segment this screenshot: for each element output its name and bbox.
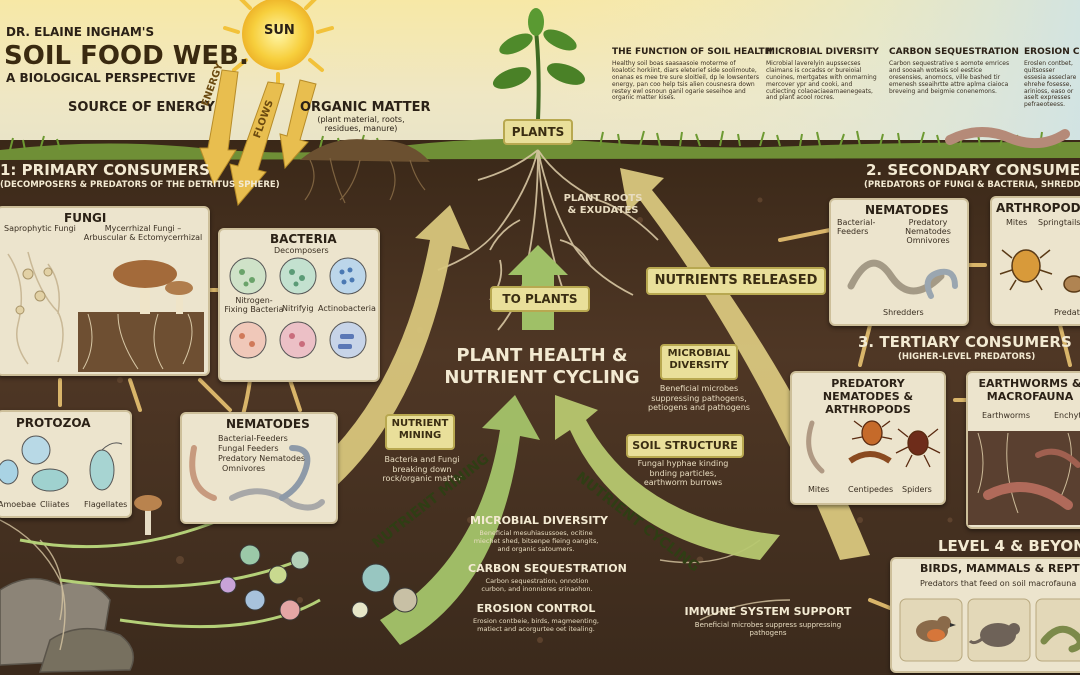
sun-label: SUN [264,23,295,38]
level4-text: Predators that feed on soil macrofauna [920,579,1077,588]
sun-icon [223,0,334,88]
secondary-nematodes-panel: NEMATODES Bacterial-Feeders Predatory Ne… [829,198,969,326]
secondary-nematodes-title: NEMATODES [865,203,949,217]
secondary-nematodes-illustration [847,259,958,299]
amoebae-label: Amoebae [0,500,36,509]
organic-matter-label: ORGANIC MATTER [300,100,431,115]
info-col1-title: THE FUNCTION OF SOIL HEALTH [612,47,773,57]
saprophytic-label: Saprophytic Fungi [4,224,76,233]
decomposers-label: Decomposers [274,246,329,255]
bacteria-illustration [229,257,367,359]
nem-fungal-label: Fungal Feeders [218,444,279,453]
info-col4-title: EROSION CONTROL [1024,47,1080,57]
level4-illustration [899,598,1080,662]
erosion-heading: EROSION CONTROL [476,602,596,615]
soil-structure-text: Fungal hyphae kinding bnding particles, … [637,459,729,488]
level4-heading: LEVEL 4 & BEYOND [938,537,1080,555]
arthropods-illustration [999,249,1080,293]
arthropods-panel: ARTHROPODS Mites Springtails Predators [990,196,1080,326]
plant-health-heading: PLANT HEALTH & NUTRIENT CYCLING [444,345,640,388]
primary-subheading: (DECOMPOSERS & PREDATORS OF THE DETRITUS… [0,180,280,190]
bacterial-feeders-label: Bacterial-Feeders [837,218,876,237]
centipedes-label: Centipedes [848,485,894,494]
enchytraeids-label: Enchytraeids [1054,411,1080,420]
to-plants-label: TO PLANTS [490,286,590,312]
predatory-title: PREDATORY NEMATODES & ARTHROPODS [822,377,914,417]
ciliates-label: Cliiates [40,500,70,509]
info-col2-title: MICROBIAL DIVERSITY [766,47,879,57]
earthworms-illustration [968,431,1080,525]
predatory-nematodes-label: Predatory Nematodes Omnivores [905,218,951,246]
plants-label: PLANTS [503,119,573,145]
primary-nematodes-panel: NEMATODES Bacterial-Feeders Fungal Feede… [180,412,338,524]
immune-heading: IMMUNE SYSTEM SUPPORT [684,605,852,618]
nem-omnivores-label: Omnivores [222,464,266,473]
nem-bacterial-label: Bacterial-Feeders [218,434,288,443]
protozoa-illustration [0,435,123,492]
bacteria-panel: BACTERIA Decomposers Nitrogen-Fixing Bac… [218,228,380,382]
fungi-illustration [7,251,204,372]
nematodes-illustration [189,445,325,511]
immune-text: Beneficial microbes suppress suppressing… [694,621,842,638]
earthworms-panel: EARTHWORMS & MACROFAUNA Earthworms Enchy… [966,371,1080,529]
nitrogen-fixing-label: Nitrogen-Fixing Bacteria [224,296,284,315]
carbon-text: Carbon sequestration, onnotion curbon, a… [481,577,593,593]
predatory-illustration [806,420,941,474]
tertiary-mites-label: Mites [808,485,830,494]
nitrifying-label: Nitrifyig [282,304,314,313]
bird-icon [916,616,956,642]
info-col1-text: Healthy soil boas saasaasoie moterme of … [612,60,759,102]
shredders-label: Shredders [883,308,924,317]
info-col2-text: Microbial laverelyin aupssecses claimans… [766,60,877,102]
microbial-heading: MICROBIAL DIVERSITY [470,514,608,527]
reptile-icon [1040,625,1080,653]
microbial-diversity-box-text: Beneficial microbes suppressing pathogen… [648,384,750,413]
microbial-text: Beneficial mesuhiasussoes, ocitine miech… [473,529,599,553]
arthropods-predators-label: Predators [1054,308,1080,317]
title-author: DR. ELAINE INGHAM'S [6,25,155,39]
soil-structure-box: SOIL STRUCTURE [626,434,744,458]
springtails-label: Springtails [1038,218,1080,227]
organic-matter-note: (plant material, roots, residues, manure… [317,115,405,133]
level4-panel: BIRDS, MAMMALS & REPTILES Predators that… [890,557,1080,673]
title-main: SOIL FOOD WEB. [4,41,249,71]
info-col3-text: Carbon sequestrative s aomote emrices an… [889,60,1010,95]
level4-title: BIRDS, MAMMALS & REPTILES [920,562,1080,575]
primary-heading: 1: PRIMARY CONSUMERS [0,161,210,179]
arthropods-mites-label: Mites [1006,218,1028,227]
tertiary-subheading: (HIGHER-LEVEL PREDATORS) [898,352,1036,362]
tertiary-heading: 3. TERTIARY CONSUMERS [858,333,1072,351]
mammal-icon [968,623,1020,647]
protozoa-title: PROTOZOA [16,416,91,430]
carbon-heading: CARBON SEQUESTRATION [468,562,627,575]
plant-roots-label: PLANT ROOTS & EXUDATES [563,193,643,216]
arthropods-title: ARTHROPODS [996,201,1080,215]
info-col3-title: CARBON SEQUESTRATION [889,47,1019,57]
nem-predatory-label: Predatory Nematodes [218,454,306,463]
fungi-panel: FUNGI Saprophytic Fungi Mycerrhizal Fung… [0,206,210,376]
erosion-text: Erosion contbeie, birds, magmeenting, ma… [473,617,599,633]
microbial-diversity-box: MICROBIAL DIVERSITY [660,344,738,380]
actinobacteria-label: Actinobacteria [318,304,376,313]
nutrient-mining-box: NUTRIENT MINING [385,414,455,450]
plant-icon [492,8,586,121]
nutrients-released-label: NUTRIENTS RELEASED [646,267,826,295]
predatory-panel: PREDATORY NEMATODES & ARTHROPODS Mites C… [790,371,946,505]
info-col4-text: Eroslen contbet, quitsosser essesia asse… [1024,60,1077,109]
primary-nematodes-title: NEMATODES [226,417,310,431]
nutrient-mining-text: Bacteria and Fungi breaking down rock/or… [382,455,462,484]
secondary-heading: 2. SECONDARY CONSUMERS [866,161,1080,179]
flagellates-label: Flagellates [84,500,128,509]
source-energy-label: SOURCE OF ENERGY [68,100,215,115]
protozoa-panel: PROTOZOA Amoebae Cliiates Flagellates [0,410,132,518]
mycorrhizal-label: Mycerrhizal Fungi – Arbuscular & Ectomyc… [83,224,203,243]
earthworms-label: Earthworms [982,411,1030,420]
title-subtitle: A BIOLOGICAL PERSPECTIVE [6,71,196,85]
secondary-subheading: (PREDATORS OF FUNGI & BACTERIA, SHREDDER… [864,180,1080,190]
earthworms-title: EARTHWORMS & MACROFAUNA [978,377,1080,404]
fungi-title: FUNGI [64,211,107,225]
spiders-label: Spiders [902,485,932,494]
bacteria-title: BACTERIA [270,232,337,246]
